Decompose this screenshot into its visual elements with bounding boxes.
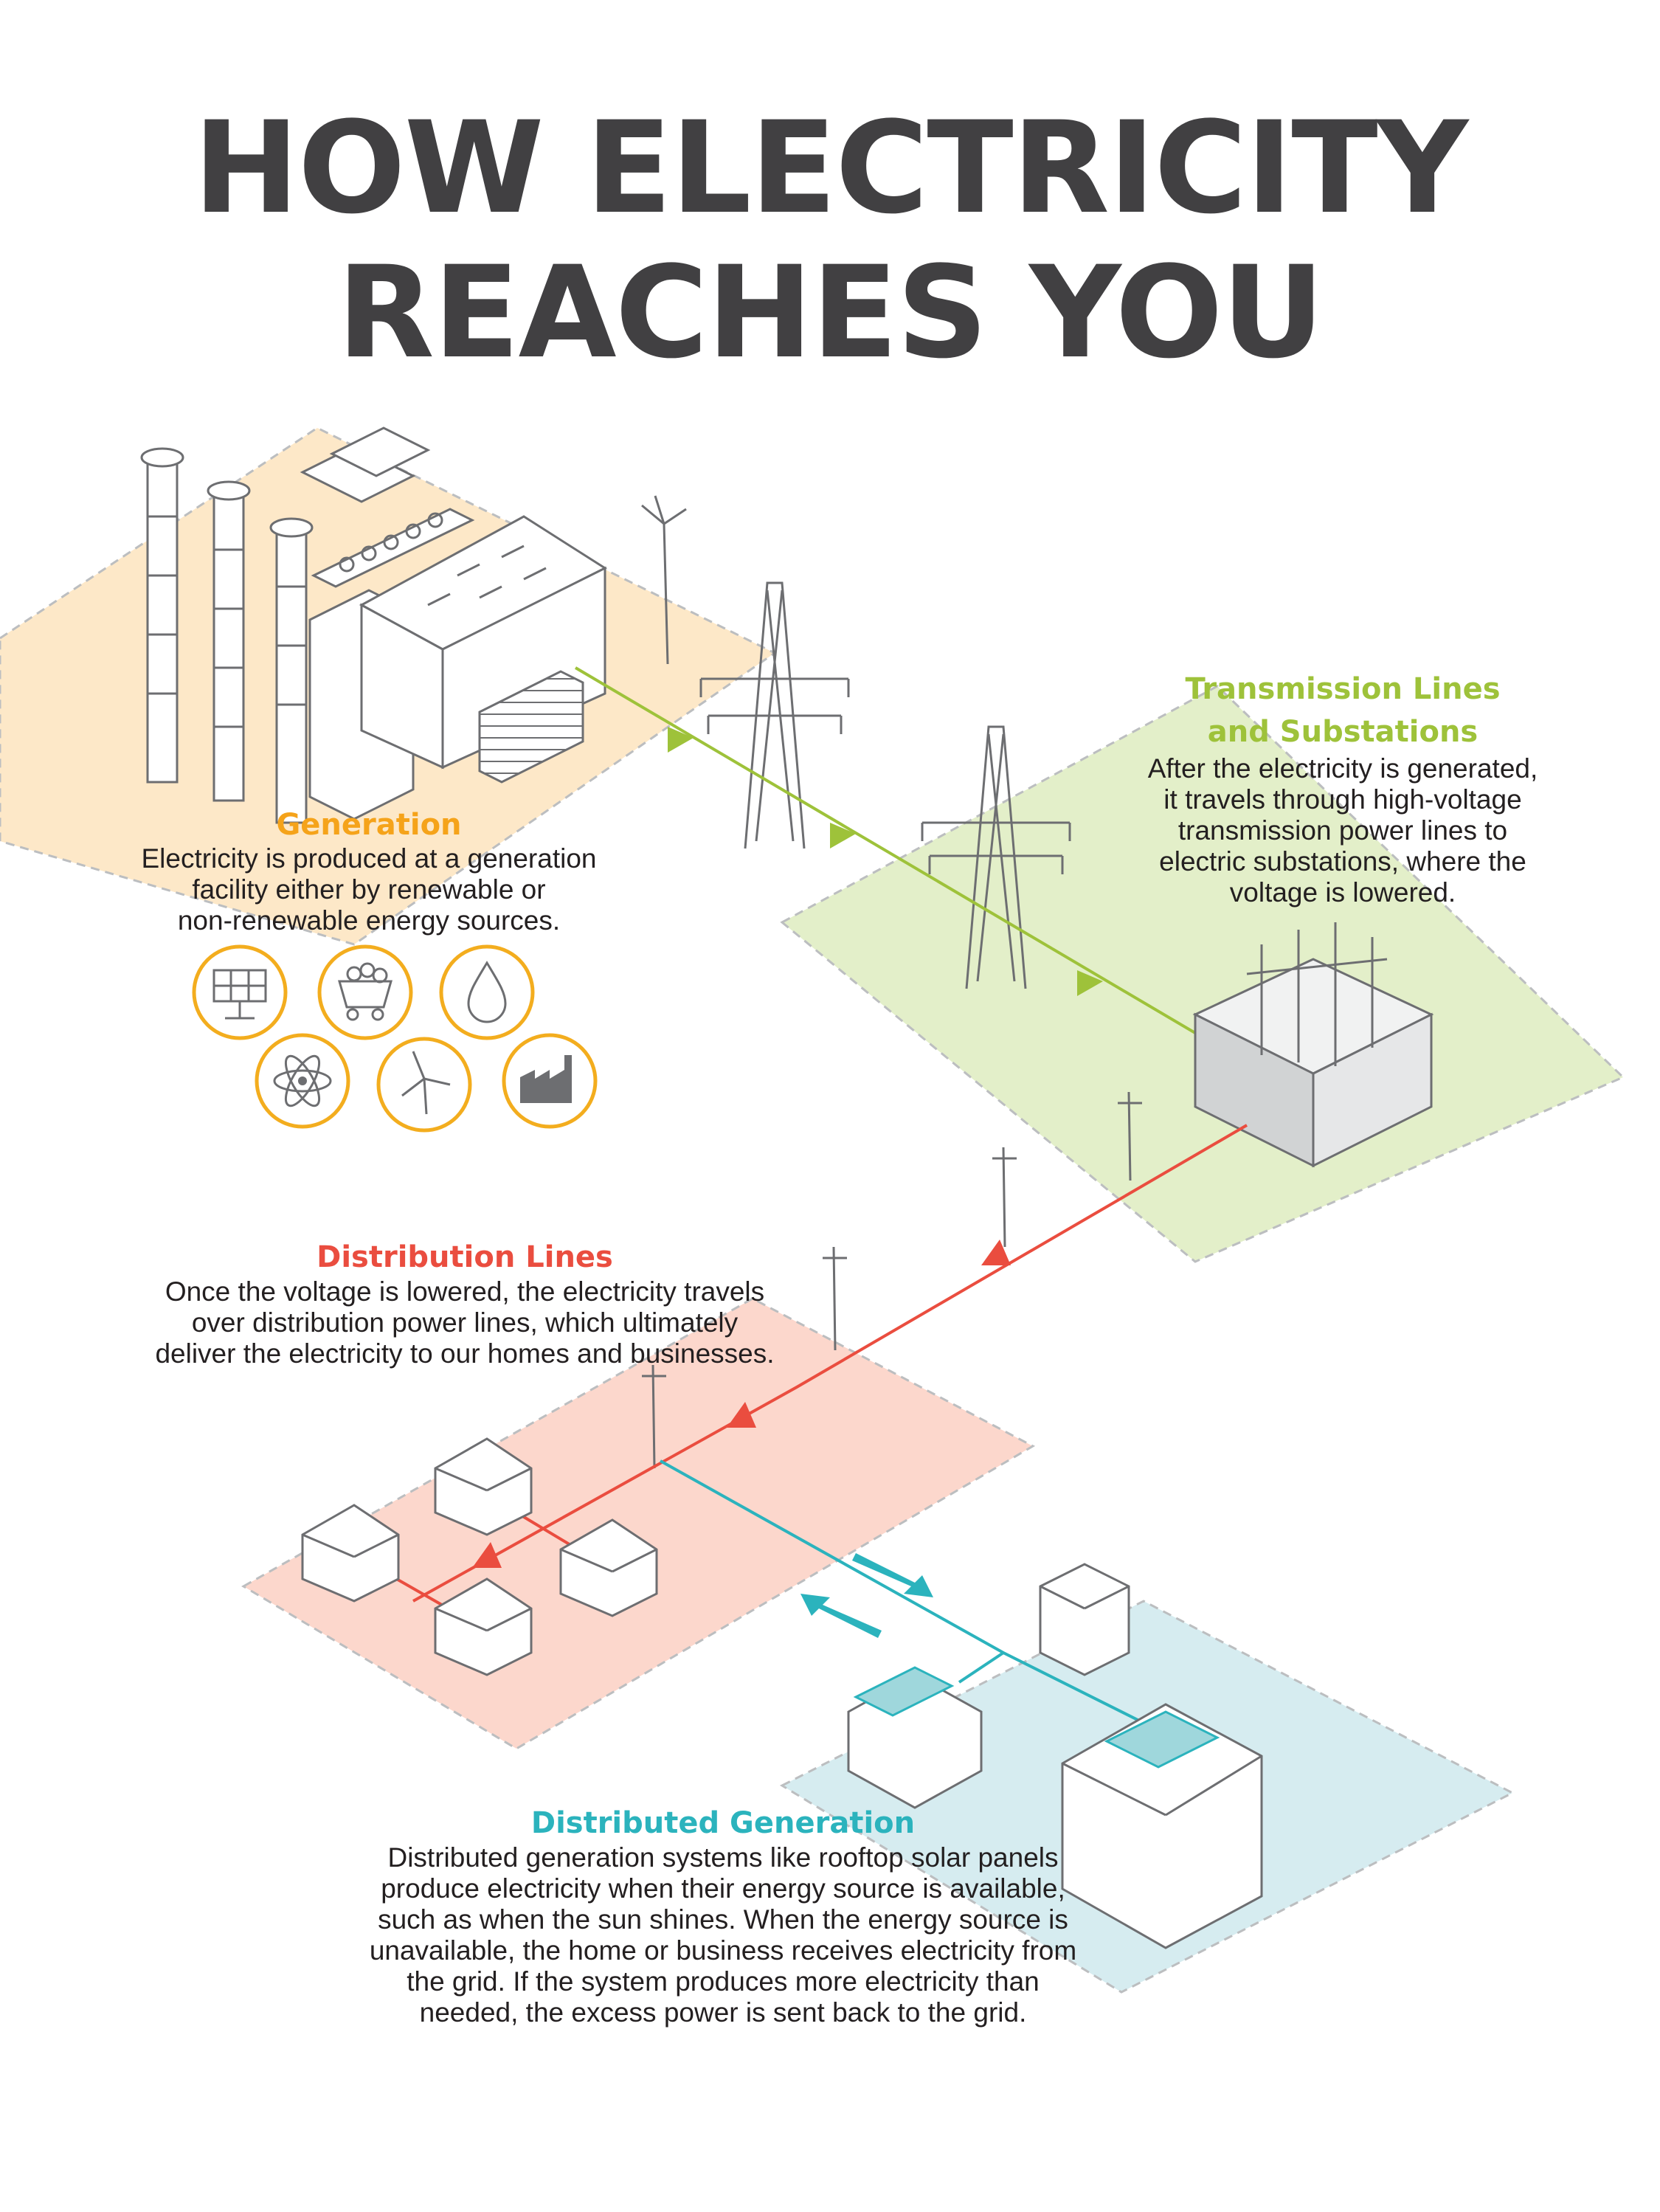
transmission-text-line: After the electricity is generated, bbox=[1147, 753, 1538, 784]
generation-section: Generation Electricity is produced at a … bbox=[103, 806, 634, 936]
utility-pole bbox=[642, 1364, 666, 1469]
generation-text-line: non-renewable energy sources. bbox=[177, 905, 561, 936]
wind-turbine-icon bbox=[376, 1037, 472, 1133]
distribution-description: Once the voltage is lowered, the electri… bbox=[133, 1276, 797, 1369]
flow-arrow bbox=[727, 1402, 756, 1428]
energy-source-icons bbox=[192, 944, 598, 1133]
transmission-text-line: it travels through high-voltage bbox=[1163, 784, 1522, 815]
office-building bbox=[1039, 1563, 1130, 1676]
distribution-text-line: Once the voltage is lowered, the electri… bbox=[165, 1276, 765, 1307]
wind-turbine bbox=[641, 495, 687, 665]
transmission-tower bbox=[921, 725, 1071, 989]
apartment-building bbox=[1061, 1703, 1263, 1949]
distribution-heading: Distribution Lines bbox=[317, 1240, 613, 1274]
distributed-generation-branch bbox=[958, 1651, 1005, 1684]
solar-house bbox=[847, 1666, 983, 1809]
house bbox=[301, 1504, 400, 1603]
house bbox=[434, 1437, 533, 1536]
transmission-heading-line: and Substations bbox=[1207, 715, 1479, 749]
distributed-generation-text-line: produce electricity when their energy so… bbox=[381, 1873, 1065, 1904]
solar-panel bbox=[1104, 1710, 1220, 1769]
transmission-text-line: transmission power lines to bbox=[1177, 815, 1508, 846]
utility-pole bbox=[992, 1147, 1017, 1248]
solar-panel-icon bbox=[192, 944, 288, 1040]
transmission-section: Transmission Lines and Substations After… bbox=[1062, 668, 1623, 908]
flow-arrow bbox=[830, 823, 856, 848]
louvered-unit bbox=[478, 670, 584, 784]
distributed-generation-text-line: the grid. If the system produces more el… bbox=[407, 1966, 1040, 1997]
distributed-generation-text-line: such as when the sun shines. When the en… bbox=[378, 1904, 1068, 1935]
transmission-text-line: voltage is lowered. bbox=[1229, 877, 1456, 908]
distribution-text-line: deliver the electricity to our homes and… bbox=[155, 1338, 775, 1369]
utility-pole bbox=[823, 1246, 847, 1351]
distributed-generation-description: Distributed generation systems like roof… bbox=[310, 1842, 1136, 2028]
distributed-generation-heading: Distributed Generation bbox=[530, 1806, 916, 1840]
distribution-line bbox=[412, 1124, 1248, 1603]
distribution-section: Distribution Lines Once the voltage is l… bbox=[133, 1238, 797, 1369]
transmission-tower bbox=[699, 581, 850, 849]
generation-heading: Generation bbox=[276, 808, 462, 842]
distribution-text-line: over distribution power lines, which ult… bbox=[191, 1307, 739, 1338]
factory-icon bbox=[502, 1033, 598, 1129]
title-line-1: HOW ELECTRICITY bbox=[193, 94, 1468, 242]
flow-arrow bbox=[472, 1542, 502, 1568]
generation-description: Electricity is produced at a generation … bbox=[103, 843, 634, 936]
power-plant bbox=[140, 426, 608, 824]
utility-pole bbox=[1118, 1091, 1142, 1181]
distributed-generation-section: Distributed Generation Distributed gener… bbox=[310, 1804, 1136, 2028]
transmission-heading-line: Transmission Lines bbox=[1185, 672, 1501, 706]
distributed-generation-text-line: Distributed generation systems like roof… bbox=[387, 1842, 1059, 1873]
page-title: HOW ELECTRICITY REACHES YOU bbox=[0, 96, 1660, 385]
flow-arrow bbox=[668, 727, 694, 753]
smokestack bbox=[140, 447, 184, 784]
distributed-generation-text-line: needed, the excess power is sent back to… bbox=[419, 1997, 1027, 2028]
export-arrow bbox=[852, 1553, 933, 1597]
transmission-text-line: electric substations, where the bbox=[1159, 846, 1526, 877]
generation-text-line: facility either by renewable or bbox=[192, 874, 546, 905]
house bbox=[559, 1518, 658, 1617]
import-arrow bbox=[800, 1594, 882, 1638]
transmission-description: After the electricity is generated, it t… bbox=[1062, 753, 1623, 908]
flow-arrow bbox=[1077, 970, 1103, 996]
substation bbox=[1192, 922, 1434, 1168]
smokestack bbox=[269, 517, 314, 824]
coal-cart-icon bbox=[317, 944, 413, 1040]
solar-panel bbox=[853, 1666, 955, 1717]
transmission-line bbox=[574, 666, 1197, 1034]
flow-arrow bbox=[981, 1240, 1011, 1265]
house bbox=[434, 1577, 533, 1676]
generation-text-line: Electricity is produced at a generation bbox=[141, 843, 597, 874]
water-drop-icon bbox=[439, 944, 535, 1040]
atom-icon bbox=[255, 1033, 350, 1129]
transmission-heading: Transmission Lines and Substations bbox=[1062, 668, 1623, 753]
distributed-generation-text-line: unavailable, the home or business receiv… bbox=[369, 1935, 1077, 1966]
title-line-2: REACHES YOU bbox=[336, 238, 1325, 387]
smokestack bbox=[207, 480, 251, 802]
